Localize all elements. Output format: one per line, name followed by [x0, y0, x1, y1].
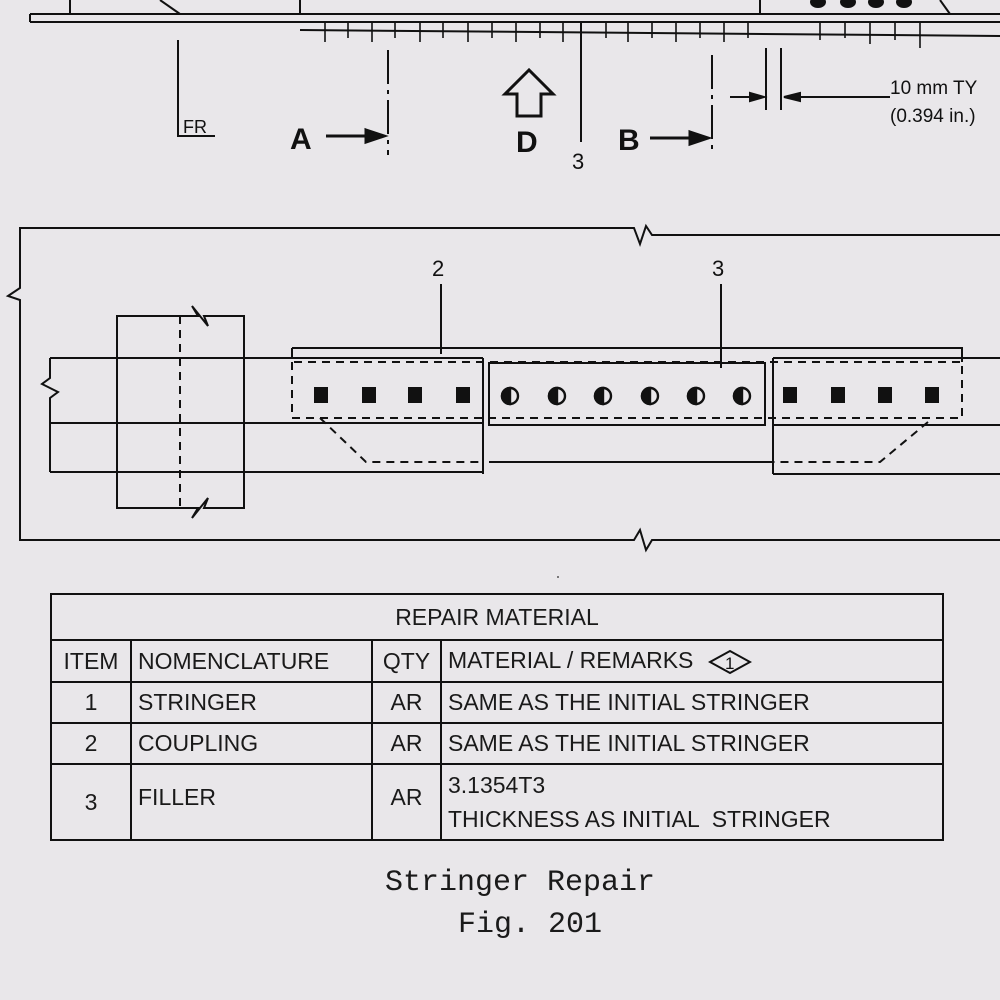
- cell-item: 1: [50, 681, 132, 724]
- section-b-arrow: [650, 129, 713, 147]
- cell-item: 2: [50, 722, 132, 765]
- cell-material: 3.1354T3 THICKNESS AS INITIAL STRINGER: [439, 763, 945, 841]
- top-structure-outline: [29, 13, 1000, 23]
- table-title: REPAIR MATERIAL: [49, 593, 945, 641]
- square-fasteners: [314, 387, 939, 403]
- cell-qty: AR: [371, 722, 442, 765]
- detail-frame: [5, 223, 1000, 553]
- header-material-label: MATERIAL / REMARKS: [448, 647, 694, 674]
- speck: [557, 576, 559, 578]
- top-upper-part: [69, 0, 951, 15]
- table-row: 3 FILLER AR 3.1354T3 THICKNESS AS INITIA…: [50, 763, 945, 841]
- cell-qty: AR: [371, 681, 442, 724]
- cell-material: SAME AS THE INITIAL STRINGER: [439, 722, 945, 765]
- cell-nomenclature: STRINGER: [130, 681, 373, 724]
- view-d-label: D: [516, 126, 538, 159]
- top-stringer-line: [299, 29, 1000, 37]
- figure-title: Stringer Repair: [384, 866, 656, 900]
- detail-view: 2 3: [5, 223, 1000, 578]
- item-2-label: 2: [432, 256, 444, 281]
- table-row: 2 COUPLING AR SAME AS THE INITIAL STRING…: [50, 722, 945, 765]
- item-3-label: 3: [712, 256, 724, 281]
- table-title-row: REPAIR MATERIAL: [49, 593, 945, 641]
- table-row: 1 STRINGER AR SAME AS THE INITIAL STRING…: [50, 681, 945, 724]
- dimension-arrow-left: [730, 91, 768, 103]
- item-3-label-top: 3: [572, 149, 584, 174]
- header-material: MATERIAL / REMARKS 1: [439, 639, 945, 683]
- dimension-text-2: (0.394 in.): [890, 106, 976, 127]
- cell-item: 3: [50, 763, 132, 841]
- dimension-arrow-right: [783, 91, 890, 103]
- circle-fasteners: [500, 386, 752, 406]
- initial-stringer: [40, 357, 483, 473]
- header-qty: QTY: [371, 639, 442, 683]
- view-d-arrow: [501, 67, 557, 118]
- fr-reference-line: [177, 40, 215, 137]
- coupling-outline: [291, 347, 963, 362]
- section-a-arrow: [326, 127, 389, 145]
- cell-nomenclature: COUPLING: [130, 722, 373, 765]
- repair-material-table: REPAIR MATERIAL ITEM NOMENCLATURE QTY MA…: [49, 593, 945, 841]
- header-nomenclature: NOMENCLATURE: [130, 639, 373, 683]
- dimension-text-1: 10 mm TY: [890, 78, 978, 99]
- fr-label: FR: [183, 117, 207, 137]
- section-b-label: B: [618, 124, 640, 157]
- note-ref-diamond-icon: 1: [707, 649, 752, 675]
- coupling-hidden: [291, 361, 963, 419]
- frame-section: [116, 305, 245, 519]
- cell-material-line1: 3.1354T3: [448, 772, 546, 798]
- section-a-label: A: [290, 123, 312, 156]
- top-view: FR A D 3 B 10 mm TY (0.394 in.): [29, 0, 1000, 174]
- cell-qty: AR: [371, 763, 442, 841]
- top-fastener-dots: [810, 0, 912, 8]
- new-stringer: [482, 357, 1000, 475]
- figure-number: Fig. 201: [457, 908, 603, 942]
- filler-outline: [488, 362, 766, 426]
- cell-nomenclature: FILLER: [130, 763, 373, 841]
- header-item: ITEM: [50, 639, 132, 683]
- table-header-row: ITEM NOMENCLATURE QTY MATERIAL / REMARKS…: [50, 639, 945, 683]
- top-rivet-ticks: [324, 22, 921, 48]
- cell-material: SAME AS THE INITIAL STRINGER: [439, 681, 945, 724]
- coupling-taper-left: [319, 417, 483, 463]
- note-ref-number: 1: [725, 654, 734, 673]
- cell-material-line2: THICKNESS AS INITIAL STRINGER: [448, 806, 831, 832]
- coupling-taper-right: [773, 421, 929, 463]
